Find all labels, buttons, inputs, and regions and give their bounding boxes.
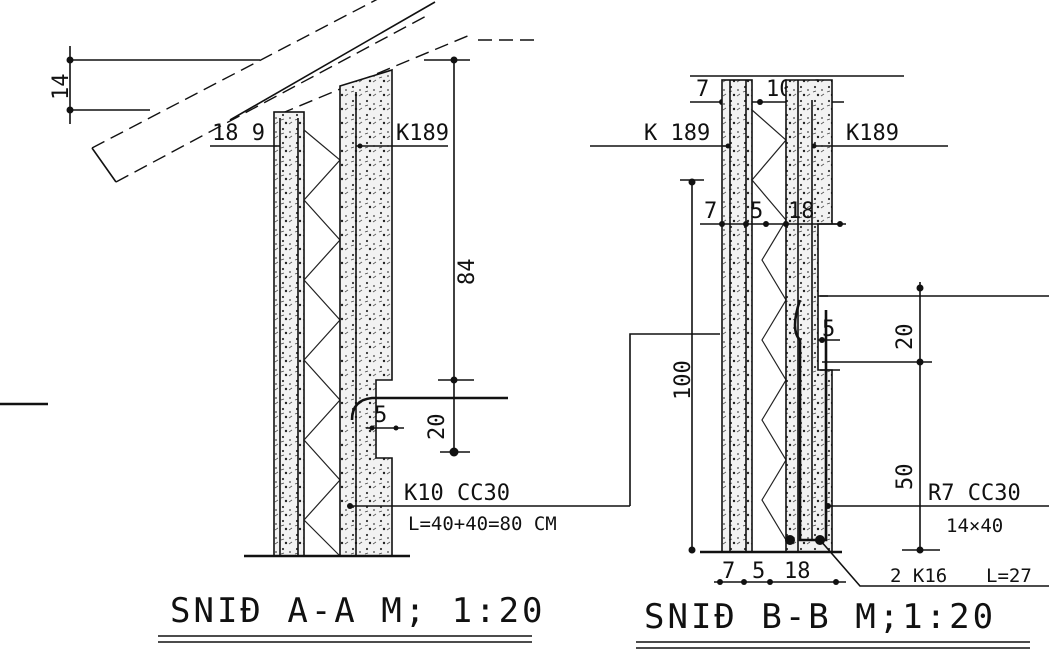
dim-14: 14 (49, 46, 260, 124)
dim-18-bot: 18 (784, 559, 811, 584)
dim-5-right: 5 (822, 317, 835, 342)
dim-20-label-b: 20 (893, 324, 918, 351)
dim-5-label-a: 5 (374, 403, 387, 428)
section-a-a: 14 18 9 K189 84 20 (0, 0, 720, 643)
wall-b-right (785, 79, 842, 553)
section-b-b: 7 10 13 K 189 K189 7 (590, 75, 1049, 649)
dim-20-label-a: 20 (425, 414, 450, 441)
insulation-b (751, 109, 787, 541)
insulation-a (303, 129, 341, 557)
rebar-label-a: K10 CC30 (404, 481, 510, 506)
title-section-b: SNIĐ B-B M;1:20 (644, 597, 996, 637)
dim-100: 100 (671, 178, 704, 554)
rebar-stirrup-b (793, 299, 828, 542)
bottom-length-label: L=27 (986, 565, 1032, 587)
dim-14-label: 14 (49, 74, 74, 101)
dim-84-20: 84 20 (424, 56, 480, 457)
leader-2k16 (819, 539, 1049, 587)
dim-chain-bottom: 7 5 18 (714, 559, 846, 585)
wall-b-left (721, 79, 753, 553)
label-k189-b-left: K 189 (644, 121, 710, 146)
dim-7-bot: 7 (722, 559, 735, 584)
wall-panel-right (339, 68, 393, 557)
dim-7-top: 7 (696, 77, 709, 102)
length-label-a: L=40+40=80 CM (408, 513, 557, 535)
roof-slope (91, 0, 538, 183)
label-k189-b-right: K189 (846, 121, 899, 146)
size-label-b: 14×40 (946, 515, 1003, 537)
rebar-hook-a (350, 396, 508, 421)
dim-84-label: 84 (455, 259, 480, 286)
dim-5-mid: 5 (750, 199, 763, 224)
dim-18-mid: 18 (788, 199, 815, 224)
dim-50-label: 50 (893, 464, 918, 491)
dim-chain-mid: 7 5 18 (700, 199, 846, 227)
rebar-label-b: R7 CC30 (928, 481, 1021, 506)
label-k189-a: K189 (396, 121, 449, 146)
dim-7-mid: 7 (704, 199, 717, 224)
label-18-9: 18 9 (212, 121, 265, 146)
dim-100-label: 100 (671, 360, 696, 400)
title-section-a: SNIĐ A-A M; 1:20 (170, 591, 546, 631)
dim-5-bot: 5 (752, 559, 765, 584)
bottom-rebar-label: 2 K16 (890, 565, 947, 587)
dim-right-chain: 5 20 50 (818, 282, 1049, 554)
wall-panel-left (273, 111, 305, 557)
